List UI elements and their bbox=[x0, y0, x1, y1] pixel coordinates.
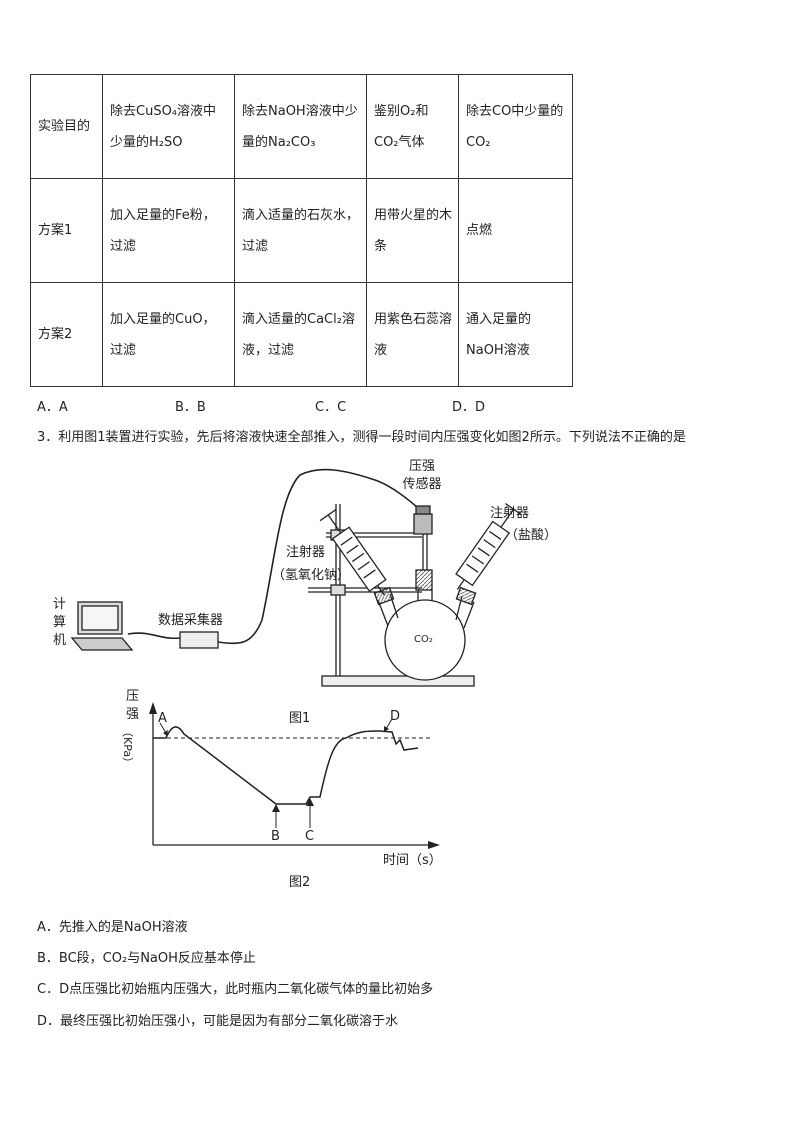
pressure-sensor bbox=[413, 513, 433, 535]
syringe-left-label-1: 注射器 bbox=[286, 544, 325, 560]
table-cell: 用紫色石蕊溶液 bbox=[366, 282, 459, 387]
sensor-label-2: 传感器 bbox=[402, 476, 441, 492]
figure-1-caption: 图1 bbox=[289, 711, 310, 726]
option-c: C．C bbox=[315, 400, 347, 415]
point-d-label: D bbox=[390, 709, 400, 724]
table-cell: 点燃 bbox=[458, 178, 573, 283]
table-cell: 除去NaOH溶液中少量的Na₂CO₃ bbox=[234, 74, 367, 179]
point-b-label: B bbox=[271, 829, 280, 844]
syringe-right-label-2: （盐酸） bbox=[505, 528, 557, 543]
experiment-table: 实验目的 除去CuSO₄溶液中少量的H₂SO 除去NaOH溶液中少量的Na₂CO… bbox=[30, 74, 573, 387]
collector-label: 数据采集器 bbox=[158, 612, 223, 628]
table-cell: 方案1 bbox=[30, 178, 103, 283]
table-cell: 鉴别O₂和CO₂气体 bbox=[366, 74, 459, 179]
y-label-3: （KPa） bbox=[121, 726, 134, 768]
table-row: 方案2 加入足量的CuO，过滤 滴入适量的CaCl₂溶液，过滤 用紫色石蕊溶液 … bbox=[30, 282, 573, 387]
point-c-label: C bbox=[305, 829, 314, 844]
point-a-label: A bbox=[158, 711, 167, 726]
round-flask bbox=[384, 599, 466, 681]
table-row: 方案1 加入足量的Fe粉，过滤 滴入适量的石灰水，过滤 用带火星的木条 点燃 bbox=[30, 178, 573, 283]
x-axis-label: 时间（s） bbox=[383, 853, 442, 868]
y-label-2: 强 bbox=[126, 707, 139, 722]
stand-base bbox=[321, 675, 475, 687]
answer-d: D．最终压强比初始压强小，可能是因为有部分二氧化碳溶于水 bbox=[37, 1014, 399, 1029]
y-label-1: 压 bbox=[126, 689, 139, 704]
table-cell: 方案2 bbox=[30, 282, 103, 387]
pressure-curve bbox=[153, 726, 419, 805]
figure-1-apparatus bbox=[70, 468, 523, 687]
option-a: A．A bbox=[37, 400, 68, 415]
sensor-label-1: 压强 bbox=[409, 459, 435, 474]
figure-1-labels: 压强 传感器 注射器 （盐酸） 注射器 （氢氧化钠） 计 算 机 数据采集器 C… bbox=[53, 459, 557, 726]
option-b: B．B bbox=[175, 400, 206, 415]
data-collector bbox=[179, 631, 219, 649]
table-cell: 滴入适量的石灰水，过滤 bbox=[234, 178, 367, 283]
syringe-right-label-1: 注射器 bbox=[490, 505, 529, 521]
figures: 压强 传感器 注射器 （盐酸） 注射器 （氢氧化钠） 计 算 机 数据采集器 C… bbox=[53, 459, 557, 890]
table-row: 实验目的 除去CuSO₄溶液中少量的H₂SO 除去NaOH溶液中少量的Na₂CO… bbox=[30, 74, 573, 179]
table-cell: 通入足量的NaOH溶液 bbox=[458, 282, 573, 387]
table-cell: 加入足量的CuO，过滤 bbox=[102, 282, 235, 387]
table-cell: 除去CO中少量的CO₂ bbox=[458, 74, 573, 179]
syringe-naoh bbox=[319, 508, 387, 596]
table-cell: 加入足量的Fe粉，过滤 bbox=[102, 178, 235, 283]
answer-a: A．先推入的是NaOH溶液 bbox=[37, 920, 188, 935]
computer-label-1: 计 bbox=[53, 597, 66, 612]
option-d: D．D bbox=[452, 400, 486, 415]
computer-label-3: 机 bbox=[53, 633, 66, 648]
answer-b: B．BC段，CO₂与NaOH反应基本停止 bbox=[37, 951, 256, 966]
figure-2-chart bbox=[149, 702, 440, 849]
data-cable bbox=[217, 468, 423, 645]
table-cell: 实验目的 bbox=[30, 74, 103, 179]
figure-2-caption: 图2 bbox=[289, 875, 310, 890]
computer-label-2: 算 bbox=[53, 615, 66, 630]
syringe-hcl bbox=[455, 502, 523, 590]
table-cell: 除去CuSO₄溶液中少量的H₂SO bbox=[102, 74, 235, 179]
table-cell: 滴入适量的CaCl₂溶液，过滤 bbox=[234, 282, 367, 387]
answer-c: C．D点压强比初始瓶内压强大，此时瓶内二氧化碳气体的量比初始多 bbox=[37, 982, 434, 997]
flask-gas-label: CO₂ bbox=[414, 634, 433, 645]
computer-icon bbox=[70, 601, 134, 651]
table-cell: 用带火星的木条 bbox=[366, 178, 459, 283]
syringe-left-label-2: （氢氧化钠） bbox=[272, 568, 350, 583]
question-3-stem: 3．利用图1装置进行实验，先后将溶液快速全部推入，测得一段时间内压强变化如图2所… bbox=[37, 430, 686, 445]
figure-2-labels: 压 强 （KPa） A B C D 时间（s） 图2 bbox=[121, 689, 442, 890]
